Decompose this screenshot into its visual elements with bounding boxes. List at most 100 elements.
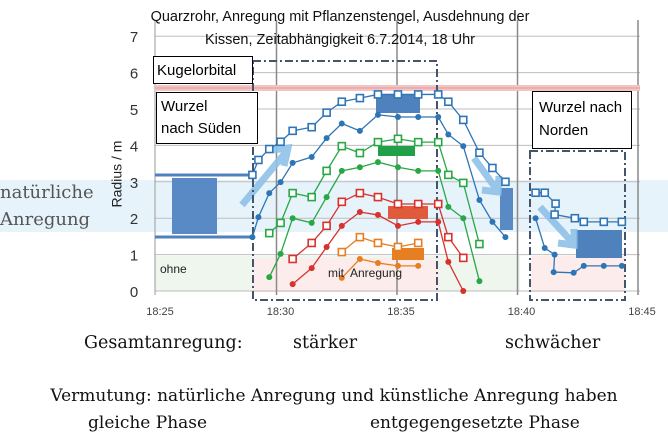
- data-point-blue-inner: [308, 154, 315, 161]
- data-point-blue-outer-late: [550, 210, 559, 219]
- data-point-green-outer: [413, 137, 423, 147]
- data-point-red-outer: [307, 238, 316, 248]
- data-point-green-inner: [277, 250, 284, 257]
- wurzel-sued-line2: nach Süden: [161, 120, 242, 137]
- data-point-orange-inner: [338, 274, 345, 281]
- data-point-blue-inner: [489, 218, 496, 225]
- y-tick-label: 4: [130, 138, 138, 155]
- arrow-down-icon: [471, 155, 503, 196]
- late-band: [531, 256, 625, 292]
- green-amplitude-box: [378, 146, 415, 156]
- data-point-green-outer: [444, 170, 453, 180]
- data-point-red-outer: [373, 192, 383, 202]
- x-tick-label: 18:35: [387, 306, 415, 318]
- data-point-blue-inner: [476, 197, 483, 203]
- red-amplitude-box: [388, 206, 428, 219]
- data-point-blue-outer: [413, 90, 423, 99]
- data-point-orange-outer: [337, 247, 347, 257]
- kugelorbital-label: Kugelorbital: [153, 56, 253, 84]
- data-point-blue-inner-late: [570, 269, 577, 276]
- data-point-red-outer: [433, 199, 443, 209]
- data-point-blue-outer-late: [531, 188, 540, 198]
- data-point-red-inner: [460, 288, 467, 294]
- data-point-blue-outer: [458, 115, 468, 125]
- arrow-up-icon: [239, 143, 293, 208]
- data-point-blue-inner: [374, 111, 381, 118]
- data-point-blue-inner-late: [600, 262, 607, 269]
- data-point-green-inner: [460, 215, 467, 222]
- data-point-blue-outer-late: [617, 217, 627, 227]
- data-point-blue-outer: [373, 90, 383, 99]
- data-point-red-inner: [323, 243, 330, 250]
- data-point-blue-inner: [266, 190, 273, 197]
- data-point-orange-inner: [356, 255, 363, 262]
- data-point-green-inner: [415, 167, 422, 174]
- data-point-blue-inner-late: [541, 245, 548, 252]
- natural-line1: natürliche: [0, 182, 94, 203]
- x-tick-label: 18:45: [628, 306, 656, 318]
- data-point-blue-outer: [248, 170, 257, 180]
- data-point-red-outer: [337, 197, 347, 207]
- mit-anregung-dashed-box: [252, 60, 438, 301]
- natural-excitation-band: [0, 180, 668, 232]
- wurzel-sued-line1: Wurzel: [161, 98, 208, 115]
- vermutung-text: Vermutung: natürliche Anregung und künst…: [50, 386, 618, 406]
- data-point-green-inner: [394, 164, 401, 171]
- data-point-green-inner: [308, 219, 315, 226]
- wurzel-nord-line2: Norden: [539, 122, 589, 139]
- data-point-red-inner: [435, 218, 442, 225]
- ohne-label: ohne: [160, 262, 187, 276]
- data-point-blue-outer-late: [570, 213, 580, 223]
- data-point-blue-inner-late: [580, 262, 587, 269]
- data-point-orange-outer: [373, 238, 383, 248]
- mit-anregung-label: mit Anregung: [328, 266, 403, 280]
- data-point-green-outer: [433, 137, 443, 147]
- data-point-orange-inner: [374, 259, 381, 266]
- data-point-orange-inner: [415, 262, 422, 269]
- data-point-blue-outer: [264, 144, 274, 154]
- data-point-blue-outer: [355, 93, 365, 103]
- data-point-green-inner: [356, 164, 363, 171]
- data-point-red-inner: [415, 218, 422, 225]
- data-point-red-outer: [413, 199, 423, 209]
- data-point-red-inner: [308, 265, 315, 272]
- schwaecher-label: schwächer: [505, 333, 601, 353]
- chart-title-line1: Quarzrohr, Anregung mit Pflanzenstengel,…: [150, 9, 530, 25]
- data-point-blue-inner: [255, 214, 262, 221]
- data-point-green-outer: [264, 228, 274, 238]
- data-point-green-inner: [374, 159, 381, 166]
- arrow-down-late-icon: [537, 204, 578, 249]
- y-tick-label: 3: [130, 175, 138, 192]
- data-point-blue-outer-late: [540, 188, 550, 198]
- data-point-green-outer: [393, 134, 403, 144]
- x-tick-label: 18:25: [146, 306, 174, 318]
- data-point-blue-inner: [502, 234, 509, 241]
- data-point-blue-inner: [415, 114, 422, 121]
- data-point-green-inner: [445, 203, 452, 210]
- data-point-blue-inner: [394, 114, 401, 121]
- data-point-blue-outer: [307, 122, 316, 132]
- natural-amplitude-box: [172, 178, 217, 234]
- y-tick-label: 2: [130, 211, 138, 228]
- data-point-blue-outer: [501, 177, 510, 187]
- y-tick-label: 5: [130, 102, 138, 119]
- data-point-blue-outer: [433, 90, 443, 99]
- gleiche-phase: gleiche Phase: [88, 413, 208, 433]
- data-point-blue-inner: [277, 179, 284, 186]
- data-point-blue-outer: [475, 148, 484, 157]
- data-point-blue-outer-late: [599, 217, 609, 227]
- data-point-blue-outer: [488, 163, 497, 173]
- series-line-green-inner: [268, 161, 481, 282]
- entgegengesetzte-phase: entgegengesetzte Phase: [370, 413, 580, 433]
- wurzel-nord-line1: Wurzel nach: [539, 99, 623, 116]
- y-tick-label: 7: [130, 29, 138, 46]
- data-point-blue-outer: [254, 155, 263, 165]
- data-point-red-inner: [374, 211, 381, 218]
- data-point-green-outer: [337, 141, 347, 151]
- blue-amplitude-box: [376, 94, 420, 113]
- natural-excitation-label: natürliche Anregung: [0, 179, 94, 233]
- data-point-green-outer: [307, 192, 316, 202]
- y-tick-label: 6: [130, 66, 138, 83]
